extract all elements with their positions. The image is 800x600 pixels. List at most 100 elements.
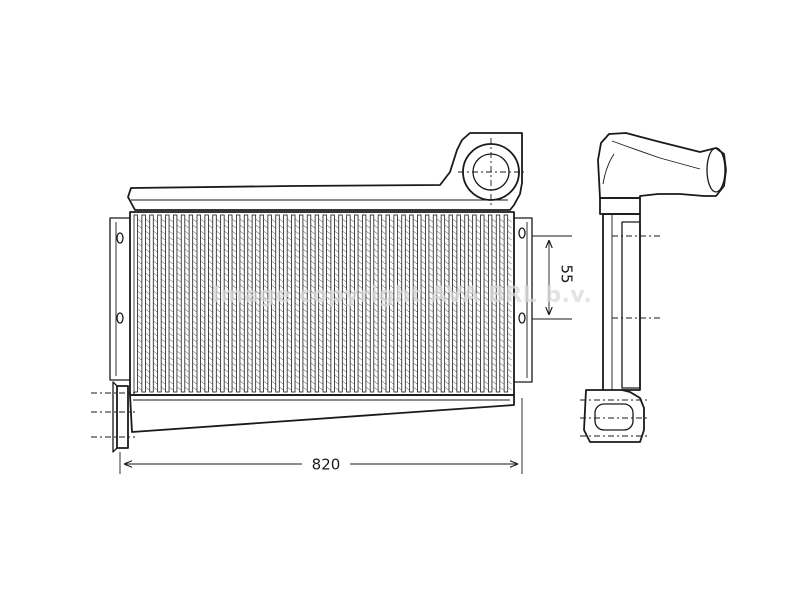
fin-hatch	[287, 338, 292, 343]
fin-hatch	[357, 332, 363, 337]
fin-hatch	[216, 230, 221, 235]
fin-hatch	[334, 284, 339, 289]
fin-hatch	[476, 290, 481, 295]
fin-hatch	[342, 218, 347, 223]
fin-hatch	[145, 368, 150, 373]
fin-hatch	[310, 242, 315, 247]
fin-hatch	[507, 368, 512, 373]
fin-hatch	[302, 326, 308, 331]
fin-hatch	[184, 278, 189, 283]
fin-hatch	[271, 350, 276, 355]
fin-hatch	[468, 290, 473, 295]
fin-hatch	[350, 332, 355, 337]
fin-hatch	[499, 272, 504, 277]
fin-hatch	[334, 320, 339, 325]
right-mounting-bracket	[513, 217, 533, 383]
fin-hatch	[405, 218, 410, 223]
fin-hatch	[444, 296, 449, 301]
fin-hatch	[483, 254, 489, 259]
fin-hatch	[468, 380, 473, 385]
core-fin	[330, 214, 335, 393]
fin-hatch	[263, 230, 268, 235]
fin-hatch	[239, 260, 245, 265]
fin-hatch	[365, 314, 371, 319]
fin-hatch	[294, 332, 300, 337]
front-view	[91, 132, 533, 453]
fin-hatch	[334, 242, 339, 247]
fin-hatch	[413, 326, 418, 331]
fin-hatch	[310, 224, 315, 229]
fin-hatch	[357, 242, 363, 247]
core-fin	[503, 214, 509, 393]
fin-hatch	[176, 302, 182, 307]
fin-hatch	[279, 302, 284, 307]
fin-hatch	[216, 374, 221, 379]
fin-hatch	[137, 302, 142, 307]
fin-hatch	[318, 242, 323, 247]
fin-hatch	[168, 350, 174, 355]
fin-hatch	[342, 248, 347, 253]
fin-hatch	[216, 344, 221, 349]
fin-hatch	[216, 260, 221, 265]
fin-hatch	[302, 218, 308, 223]
fin-hatch	[413, 284, 418, 289]
fin-hatch	[318, 350, 323, 355]
fin-hatch	[420, 254, 426, 259]
fin-hatch	[216, 302, 221, 307]
fin-hatch	[247, 278, 252, 283]
fin-hatch	[184, 236, 189, 241]
fin-hatch	[145, 350, 150, 355]
fin-hatch	[476, 278, 481, 283]
fin-hatch	[318, 338, 323, 343]
fin-hatch	[507, 332, 512, 337]
fin-hatch	[397, 362, 402, 367]
core-fin	[401, 214, 406, 393]
core-fin	[346, 214, 351, 393]
fin-hatch	[153, 224, 158, 229]
fin-hatch	[231, 242, 237, 247]
fin-hatch	[176, 230, 182, 235]
fin-hatch	[452, 368, 457, 373]
fin-hatch	[176, 290, 182, 295]
fin-hatch	[436, 230, 441, 235]
fin-hatch	[413, 290, 418, 295]
fin-hatch	[168, 326, 174, 331]
fin-hatch	[389, 224, 394, 229]
fin-hatch	[271, 338, 276, 343]
fin-hatch	[231, 326, 237, 331]
fin-hatch	[263, 260, 268, 265]
fin-hatch	[224, 218, 229, 223]
core-fin	[495, 214, 501, 393]
fin-hatch	[287, 344, 292, 349]
fin-hatch	[318, 224, 323, 229]
fin-hatch	[287, 368, 292, 373]
fin-hatch	[192, 380, 197, 385]
fin-hatch	[397, 356, 402, 361]
fin-hatch	[239, 350, 245, 355]
fin-hatch	[397, 308, 402, 313]
fin-hatch	[491, 242, 497, 247]
fin-hatch	[499, 368, 504, 373]
fin-hatch	[161, 242, 166, 247]
core-fin	[196, 214, 201, 393]
fin-hatch	[365, 278, 371, 283]
fin-hatch	[184, 308, 189, 313]
fin-hatch	[318, 254, 323, 259]
fin-hatch	[231, 266, 237, 271]
fin-hatch	[507, 320, 512, 325]
fin-hatch	[161, 350, 166, 355]
fin-hatch	[294, 380, 300, 385]
width-dimension: 820	[119, 398, 523, 474]
fin-hatch	[468, 386, 473, 391]
fin-hatch	[224, 362, 229, 367]
fin-hatch	[420, 224, 426, 229]
fin-hatch	[310, 332, 315, 337]
fin-hatch	[192, 254, 197, 259]
fin-hatch	[483, 278, 489, 283]
fin-hatch	[137, 278, 142, 283]
fin-hatch	[468, 302, 473, 307]
fin-hatch	[176, 272, 182, 277]
fin-hatch	[271, 302, 276, 307]
fin-hatch	[271, 326, 276, 331]
fin-hatch	[310, 380, 315, 385]
